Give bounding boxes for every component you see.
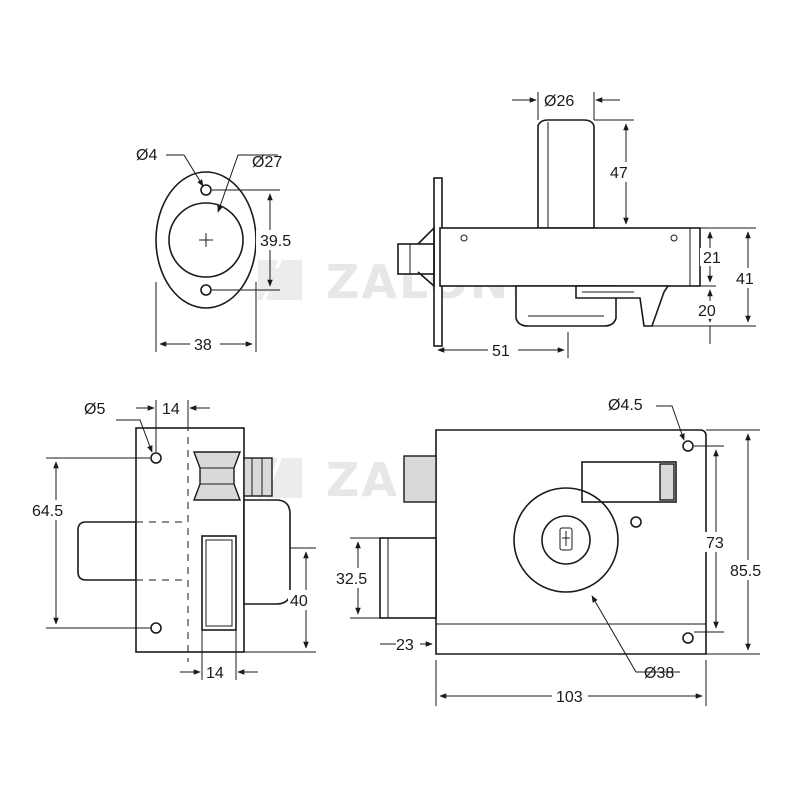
back-screw-hole-bottom <box>150 622 162 634</box>
back-screw-hole-top <box>150 452 162 464</box>
back-top-offset-label: 14 <box>162 401 180 418</box>
side-knob <box>537 119 595 229</box>
back-side-bolt <box>243 457 273 497</box>
front-cylinder-ring <box>513 487 619 593</box>
side-lock-housing <box>439 227 701 287</box>
side-latch <box>575 285 670 327</box>
front-bolt-height-label: 32.5 <box>336 571 367 588</box>
side-lower-height-label: 20 <box>698 303 716 320</box>
back-view: Ø5 14 64.5 40 14 <box>30 400 316 682</box>
escutcheon-hole-diameter-label: Ø4 <box>136 147 157 164</box>
back-strike-slot <box>201 535 237 631</box>
front-total-height-label: 85.5 <box>730 563 761 580</box>
side-knob-height-label: 47 <box>610 165 628 182</box>
escutcheon-cylinder-hole <box>168 202 244 278</box>
side-upper-height-label: 21 <box>703 250 721 267</box>
keyhole-icon <box>559 527 573 551</box>
front-screw-hole-top <box>682 440 694 452</box>
back-hole-diameter-label: Ø5 <box>84 401 105 418</box>
back-cylinder <box>77 521 137 581</box>
side-total-height-label: 41 <box>736 271 754 288</box>
front-inner-height-label: 73 <box>706 535 724 552</box>
back-strike-height-label: 40 <box>290 593 308 610</box>
escutcheon-hole-spacing-label: 39.5 <box>260 233 291 250</box>
front-screw-hole-mid <box>630 516 642 528</box>
back-knob <box>192 451 242 501</box>
side-view: Ø26 47 21 20 41 51 <box>397 92 760 360</box>
back-hole-spacing-label: 64.5 <box>32 503 63 520</box>
escutcheon-screw-hole-top <box>200 184 212 196</box>
back-bottom-offset-label: 14 <box>206 665 224 682</box>
front-bolt-projection-label: 23 <box>396 637 414 654</box>
front-screw-hole-bottom <box>682 632 694 644</box>
escutcheon-cylinder-diameter-label: Ø27 <box>252 154 282 171</box>
front-width-label: 103 <box>556 689 583 706</box>
front-hole-diameter-label: Ø4.5 <box>608 397 643 414</box>
front-top-latch <box>403 455 437 503</box>
escutcheon-view: Ø4 Ø27 39.5 38 <box>136 147 296 354</box>
side-knob-diameter-label: Ø26 <box>544 93 574 110</box>
zalonis-logo-icon <box>258 260 302 300</box>
side-bolt <box>397 243 435 275</box>
back-housing <box>243 499 291 605</box>
front-bolt <box>379 537 437 619</box>
escutcheon-width-label: 38 <box>194 337 212 354</box>
side-body-depth-label: 51 <box>492 343 510 360</box>
front-cylinder <box>541 515 591 565</box>
front-cylinder-diameter-label: Ø38 <box>644 665 674 682</box>
escutcheon-screw-hole-bottom <box>200 284 212 296</box>
front-view: Ø4.5 73 85.5 32.5 23 Ø38 103 <box>334 397 772 706</box>
